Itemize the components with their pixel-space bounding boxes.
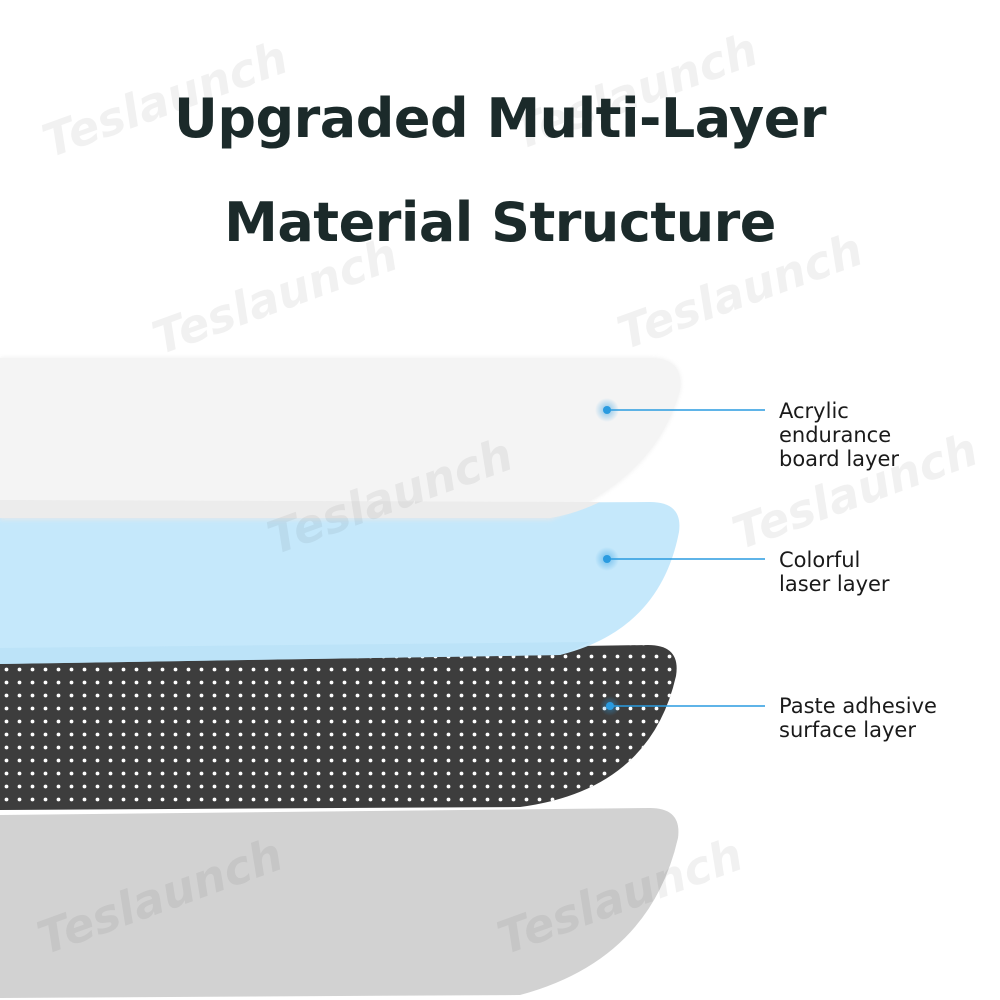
label-acrylic-line: board layer bbox=[779, 447, 900, 471]
callout-acrylic bbox=[595, 398, 765, 422]
title-line-1: Upgraded Multi-Layer bbox=[173, 87, 827, 150]
label-laser-line: laser layer bbox=[779, 572, 890, 596]
label-acrylic-line: Acrylic bbox=[779, 399, 849, 423]
callout-laser bbox=[595, 547, 765, 571]
label-laser: Colorful laser layer bbox=[779, 548, 890, 596]
label-adhesive: Paste adhesive surface layer bbox=[779, 694, 937, 742]
label-laser-line: Colorful bbox=[779, 548, 861, 572]
acrylic-layer bbox=[0, 358, 681, 520]
callout-adhesive bbox=[600, 696, 765, 716]
label-adhesive-line: Paste adhesive bbox=[779, 694, 937, 718]
adhesive-layer bbox=[0, 645, 677, 810]
label-acrylic: Acrylic endurance board layer bbox=[779, 399, 899, 471]
label-acrylic-line: endurance bbox=[779, 423, 892, 447]
label-adhesive-line: surface layer bbox=[779, 718, 916, 742]
laser-layer bbox=[0, 502, 680, 664]
base-layer bbox=[0, 808, 679, 998]
title-line-2: Material Structure bbox=[224, 191, 776, 254]
